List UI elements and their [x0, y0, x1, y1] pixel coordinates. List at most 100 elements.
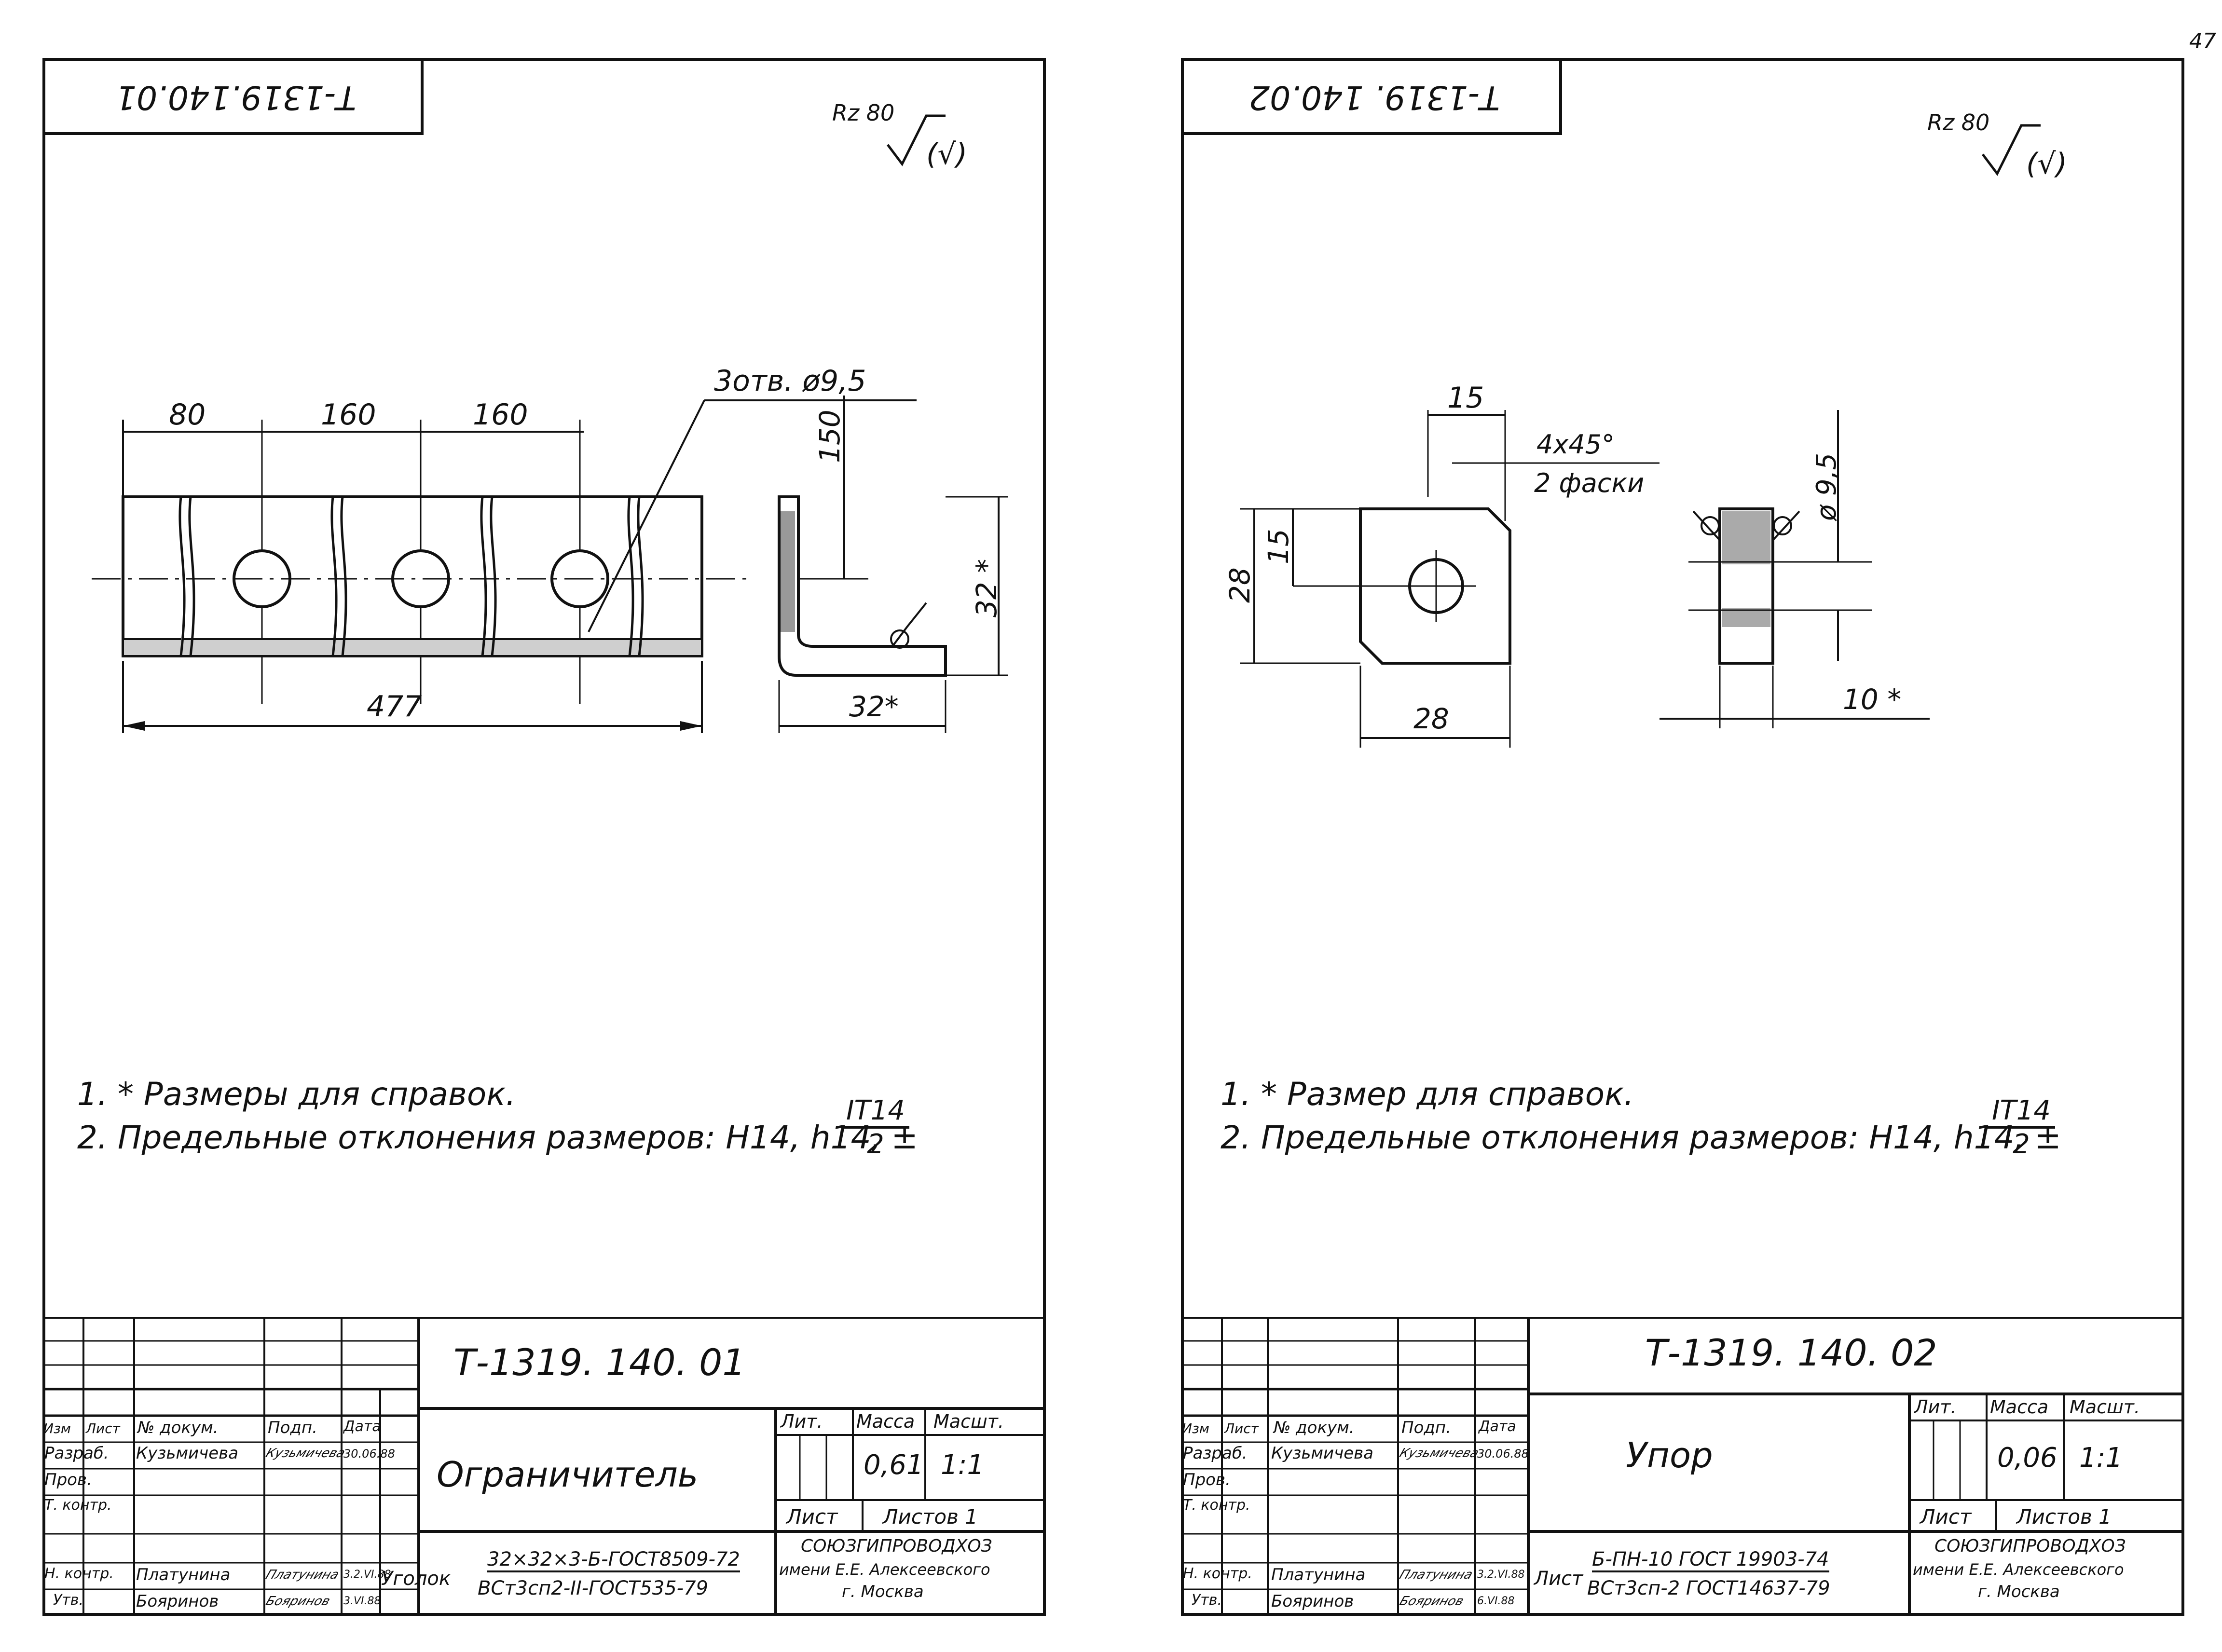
dim-diameter-9-5: ø 9,5 — [1811, 453, 1842, 521]
sheet-label-2: Лист — [1920, 1505, 1972, 1529]
material-bottom-1: ВСт3сп2-II-ГОСТ535-79 — [478, 1577, 708, 1599]
hdr-list-1: Лист — [86, 1420, 120, 1436]
name-1-2: Кузьмичева — [1271, 1444, 1374, 1463]
tolerance-numerator-2: IT14 — [1988, 1095, 2055, 1129]
hdr-date-2: Дата — [1479, 1418, 1516, 1435]
title-block-1 — [42, 1317, 1046, 1616]
tolerance-fraction-2: IT14 2 — [1988, 1095, 2055, 1160]
name-1-1: Кузьмичева — [136, 1444, 239, 1463]
rotated-code-1: Т-1319.140.01 — [115, 78, 357, 116]
hdr-sign-2: Подп. — [1401, 1418, 1451, 1437]
org-line-3-1: г. Москва — [842, 1582, 924, 1601]
sign-1-2: Кузьмичева — [1397, 1446, 1481, 1461]
lit-label-1: Лит. — [781, 1411, 823, 1432]
part-drawing-1: 3отв. ø9,5 80 160 160 477 150 32 * 32* — [92, 367, 1008, 733]
tolerance-denominator-2: 2 — [2013, 1129, 2030, 1160]
dim-80: 80 — [169, 398, 206, 432]
roughness-symbol-1: Rz 80 (√) — [832, 100, 967, 171]
org-line-1-1: СОЮЗГИПРОВОДХОЗ — [801, 1536, 992, 1556]
hdr-doc-2: № докум. — [1274, 1418, 1355, 1437]
material-bottom-2: ВСт3сп-2 ГОСТ14637-79 — [1587, 1577, 1830, 1599]
name-5-2: Бояринов — [1271, 1592, 1354, 1611]
material-prefix-1: Уголок — [381, 1568, 451, 1590]
sign-1-1: Кузьмичева — [263, 1446, 347, 1461]
sign-5-2: Бояринов — [1397, 1594, 1466, 1609]
rotated-code-stamp-1: Т-1319.140.01 — [42, 58, 424, 135]
hdr-doc-1: № докум. — [137, 1418, 219, 1437]
roughness-label-1: Rz 80 — [832, 100, 894, 126]
hdr-date-1: Дата — [343, 1418, 381, 1435]
date-5-1: 3.VI.88 — [343, 1595, 381, 1607]
dim-32-horizontal: 32* — [849, 690, 899, 723]
page-number: 47 — [2189, 29, 2216, 54]
title-name-2: Упор — [1626, 1435, 1713, 1475]
sign-4-2: Платунина — [1397, 1568, 1475, 1582]
mass-label-1: Масса — [856, 1411, 915, 1432]
chamfer-label: 4х45° — [1536, 429, 1615, 460]
org-line-2-1: имени Е.Е. Алексеевского — [779, 1560, 990, 1579]
role-4-1: Н. контр. — [44, 1565, 114, 1582]
dim-10: 10 * — [1843, 683, 1901, 716]
title-code-1: Т-1319. 140. 01 — [453, 1341, 746, 1384]
dim-160-b: 160 — [473, 398, 528, 432]
role-3-1: Т. контр. — [44, 1497, 112, 1514]
name-5-1: Бояринов — [136, 1592, 219, 1611]
date-4-2: 3.2.VI.88 — [1477, 1569, 1525, 1581]
rotated-code-stamp-2: Т-1319. 140.02 — [1181, 58, 1562, 135]
tolerance-fraction-1: IT14 2 — [842, 1095, 909, 1160]
name-4-2: Платунина — [1271, 1565, 1366, 1584]
roughness-paren-2: (√) — [2026, 147, 2067, 181]
dim-28-left: 28 — [1225, 567, 1256, 603]
part-drawing-2: 15 4х45° 2 фаски 28 15 28 ø 9,5 10 * — [1225, 381, 1930, 748]
dim-32-vertical: 32 * — [970, 559, 1003, 617]
mass-value-1: 0,61 — [864, 1449, 924, 1481]
tolerance-numerator-1: IT14 — [842, 1095, 909, 1129]
org-line-2-2: имени Е.Е. Алексеевского — [1913, 1560, 2124, 1579]
role-2-1: Пров. — [44, 1470, 92, 1489]
org-line-3-2: г. Москва — [1978, 1582, 2060, 1601]
holes-label-1: 3отв. ø9,5 — [714, 367, 866, 398]
mass-value-2: 0,06 — [1997, 1442, 2057, 1474]
material-prefix-2: Лист — [1534, 1568, 1583, 1590]
dim-160-a: 160 — [321, 398, 376, 432]
note-2-sheet-2: 2. Предельные отклонения размеров: Н14, … — [1221, 1119, 2061, 1156]
dim-477: 477 — [367, 690, 422, 724]
scale-value-2: 1:1 — [2079, 1442, 2123, 1474]
name-4-1: Платунина — [136, 1565, 231, 1584]
role-2-2: Пров. — [1183, 1470, 1231, 1489]
org-line-1-2: СОЮЗГИПРОВОДХОЗ — [1934, 1536, 2126, 1556]
title-code-2: Т-1319. 140. 02 — [1645, 1331, 1937, 1374]
date-5-2: 6.VI.88 — [1477, 1595, 1515, 1607]
role-4-2: Н. контр. — [1183, 1565, 1252, 1582]
role-5-1: Утв. — [53, 1592, 83, 1609]
dim-15-left: 15 — [1262, 529, 1295, 564]
dim-150: 150 — [813, 410, 846, 463]
note-1-sheet-1: 1. * Размеры для справок. — [77, 1076, 516, 1113]
dim-15-top: 15 — [1447, 381, 1484, 415]
material-top-1: 32×32×3-Б-ГОСТ8509-72 — [487, 1548, 740, 1572]
date-4-1: 3.2.VI.88 — [343, 1569, 391, 1581]
note-1-sheet-2: 1. * Размер для справок. — [1221, 1076, 1634, 1113]
role-5-2: Утв. — [1192, 1592, 1222, 1609]
title-name-1: Ограничитель — [437, 1454, 699, 1495]
hdr-list-2: Лист — [1224, 1420, 1259, 1436]
role-3-2: Т. контр. — [1183, 1497, 1250, 1514]
chamfer-count: 2 фаски — [1534, 468, 1644, 498]
mass-label-2: Масса — [1990, 1396, 2049, 1418]
scale-label-2: Масшт. — [2070, 1396, 2140, 1418]
scale-value-1: 1:1 — [941, 1449, 985, 1481]
roughness-paren-1: (√) — [926, 137, 967, 171]
dim-28-bottom: 28 — [1413, 702, 1449, 735]
rotated-code-2: Т-1319. 140.02 — [1248, 78, 1500, 116]
sheets-count-2: Листов 1 — [2016, 1505, 2112, 1529]
material-top-2: Б-ПН-10 ГОСТ 19903-74 — [1592, 1548, 1829, 1572]
date-1-2: 30.06.88 — [1477, 1447, 1529, 1461]
role-1-1: Разраб. — [44, 1444, 109, 1463]
sign-5-1: Бояринов — [263, 1594, 332, 1609]
hdr-izm-2: Изм — [1182, 1420, 1209, 1436]
scale-label-1: Масшт. — [933, 1411, 1004, 1432]
roughness-symbol-2: Rz 80 (√) — [1927, 109, 2067, 181]
title-block-2 — [1181, 1317, 2184, 1616]
sheets-count-1: Листов 1 — [883, 1505, 978, 1529]
note-2-sheet-1: 2. Предельные отклонения размеров: Н14, … — [77, 1119, 918, 1156]
